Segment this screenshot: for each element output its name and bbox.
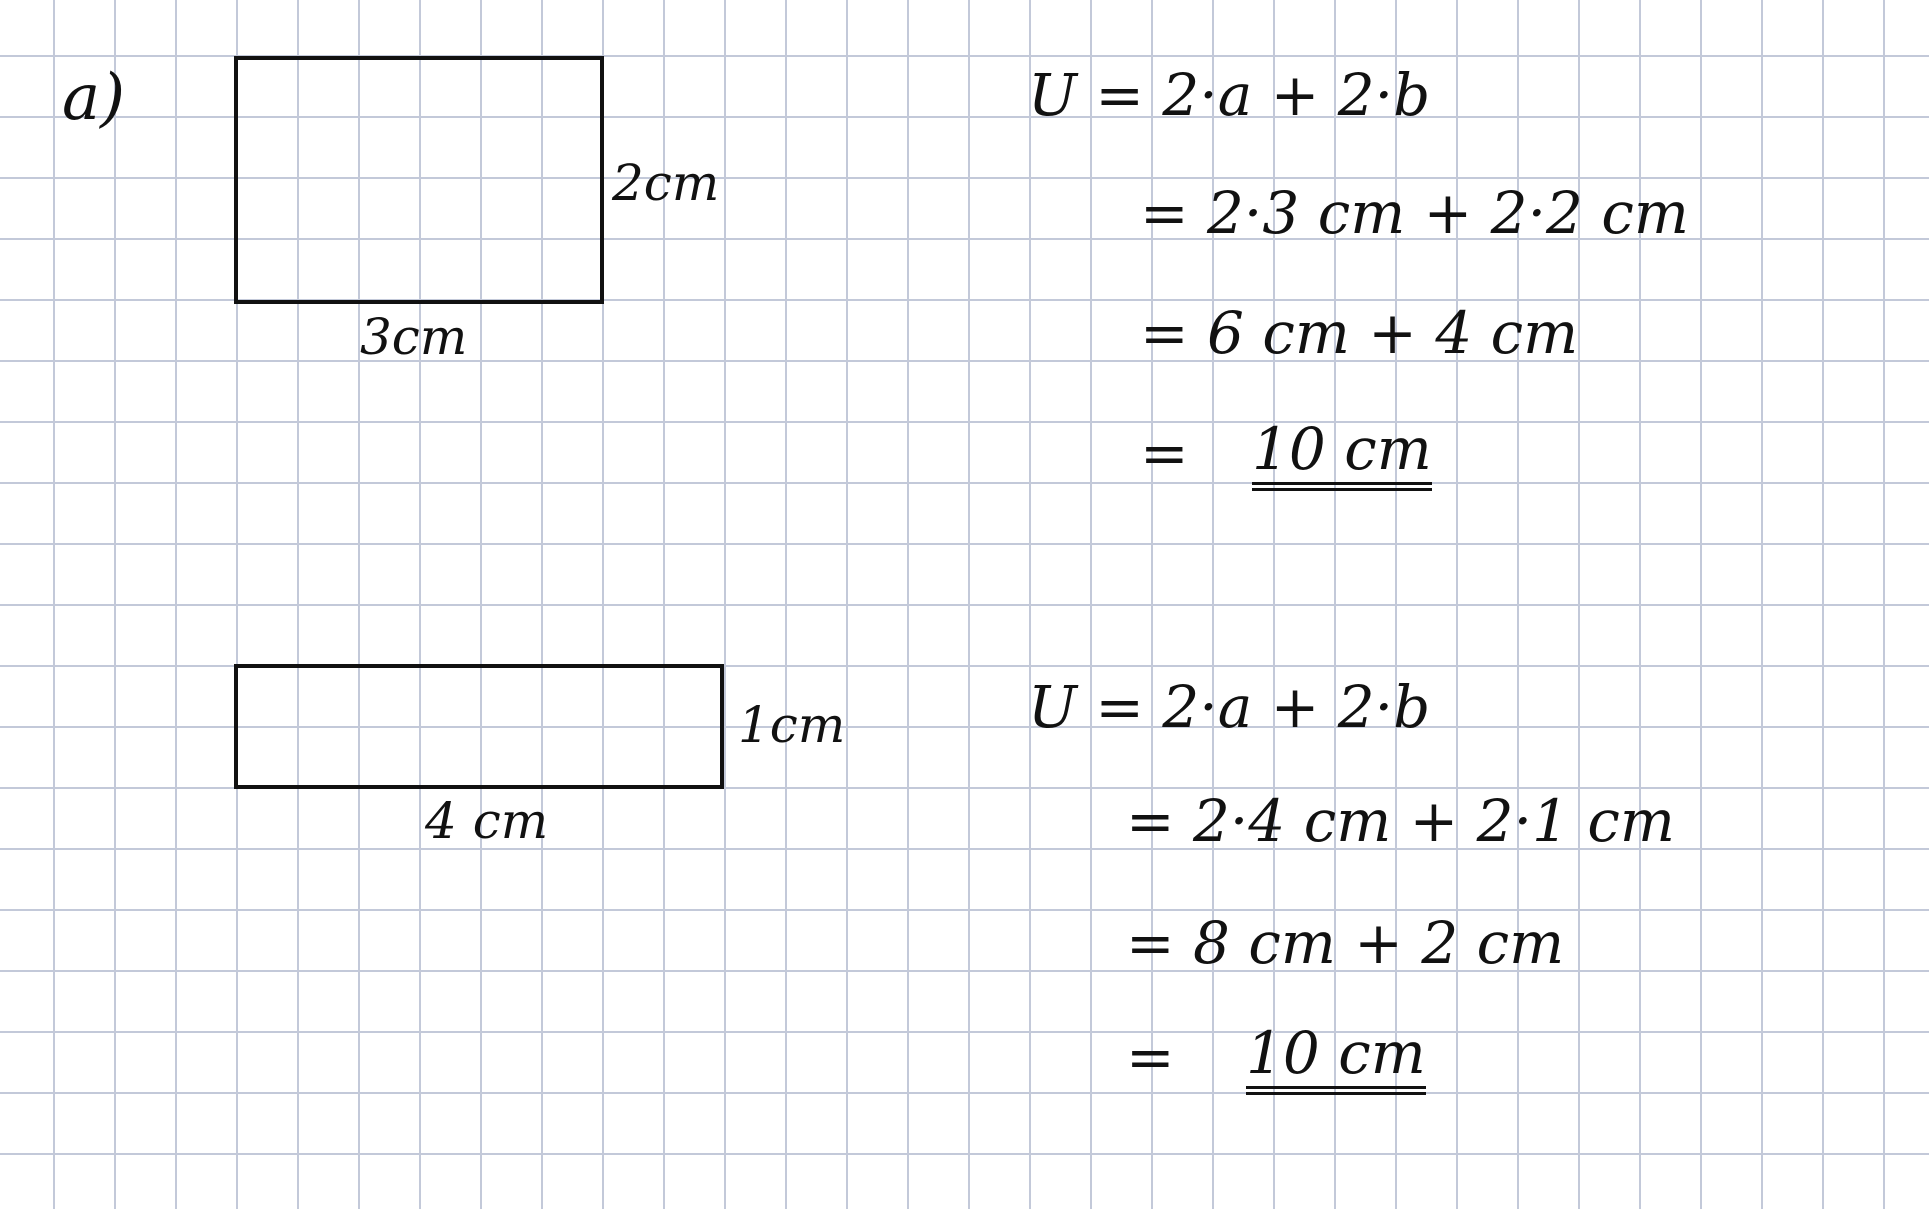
formula-2-line-3: = 8 cm + 2 cm (1126, 909, 1565, 977)
rectangle-2-width-label: 4 cm (425, 792, 549, 850)
rectangle-2 (234, 664, 724, 789)
formula-2-result-value: 10 cm (1246, 1024, 1426, 1095)
formula-2-line-2: = 2·4 cm + 2·1 cm (1126, 787, 1675, 855)
formula-1-result-value: 10 cm (1252, 420, 1432, 491)
rectangle-1 (234, 56, 604, 304)
formula-1-line-1: U = 2·a + 2·b (1028, 61, 1431, 129)
part-label: a) (62, 61, 126, 135)
rectangle-1-height-label: 2cm (612, 154, 720, 212)
formula-1-result: 10 cm (1252, 420, 1432, 491)
formula-2-result: 10 cm (1246, 1024, 1426, 1095)
formula-2-line-1: U = 2·a + 2·b (1028, 673, 1431, 741)
formula-1-line-2: = 2·3 cm + 2·2 cm (1140, 179, 1689, 247)
formula-2-line-4: = (1126, 1023, 1175, 1091)
formula-1-line-3: = 6 cm + 4 cm (1140, 299, 1579, 367)
rectangle-1-width-label: 3cm (360, 308, 468, 366)
formula-1-line-4: = (1140, 419, 1189, 487)
rectangle-2-height-label: 1cm (738, 696, 846, 754)
